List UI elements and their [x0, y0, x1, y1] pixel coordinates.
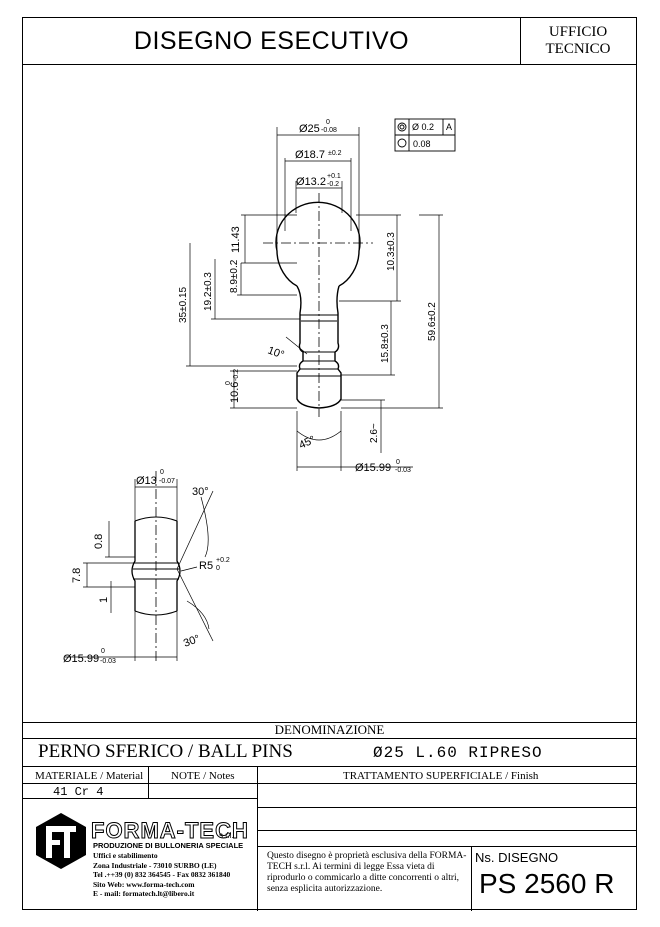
address-line: Zona Industriale - 73010 SURBO (LE) — [93, 860, 217, 870]
drawing-number: PS 2560 R — [479, 868, 615, 899]
denomination-spec: Ø25 L.60 RIPRESO — [373, 744, 543, 762]
fcf-row2-value: 0.08 — [413, 139, 431, 149]
address-line: Sito Web: www.forma-tech.com — [93, 879, 195, 889]
detail-d15-99-tol-down: -0.03 — [100, 658, 116, 665]
finish-header: TRATTAMENTO SUPERFICIALE / Finish — [343, 770, 539, 782]
company-name: FORMA-TECH — [91, 818, 249, 844]
material-header: MATERIALE / Material — [35, 770, 144, 782]
detail-angle-bottom: 30° — [182, 633, 202, 650]
detail-r5-tol-down: 0 — [216, 565, 220, 572]
dim-h10-6-tol-up: 0 — [225, 381, 232, 385]
dim-h10-6: 10.6 — [229, 382, 241, 403]
title-divider — [520, 18, 521, 64]
dim-angle-10: 10° — [266, 345, 286, 362]
shank-outline — [296, 285, 342, 409]
address-line: E - mail: formatech.lt@libero.it — [93, 889, 195, 898]
denomination-name: PERNO SFERICO / BALL PINS — [38, 741, 293, 762]
material-value: 41 Cr 4 — [53, 785, 104, 799]
dim-h11-43: 11.43 — [230, 226, 242, 253]
drawing-number-label: Ns. DISEGNO — [475, 850, 559, 865]
detail-h1: 1 — [98, 597, 110, 603]
ownership-notice: Questo disegno è proprietà esclusiva del… — [267, 851, 467, 894]
detail-d15-99: Ø15.99 — [63, 653, 99, 665]
ball-outline — [275, 201, 361, 287]
technical-drawing: Ø25 0 -0.08 Ø18.7 ±0.2 Ø13.2 +0.1 -0.2 Ø… — [63, 118, 456, 665]
drawing-sheet: DISEGNO ESECUTIVO UFFICIO TECNICO — [22, 17, 637, 911]
header-rule — [23, 64, 636, 65]
company-subtitle: PRODUZIONE DI BULLONERIA SPECIALE — [93, 841, 244, 850]
detail-h7-8: 7.8 — [71, 568, 83, 583]
office-line2: TECNICO — [545, 41, 611, 57]
company-logo — [36, 813, 86, 869]
company-suffix: s.r.l. — [219, 831, 234, 840]
dim-d25: Ø25 — [299, 123, 320, 135]
address-line: Uffici e stabilimento — [93, 851, 158, 860]
address-line: Tel .++39 (0) 832 364545 - Fax 0832 3618… — [93, 870, 231, 879]
page-title: DISEGNO ESECUTIVO — [133, 26, 410, 55]
company-address: Uffici e stabilimento Zona Industriale -… — [93, 851, 230, 899]
dim-h8-9: 8.9±0.2 — [229, 259, 240, 293]
office-line1: UFFICIO — [548, 24, 608, 40]
dim-angle-45: 45° — [297, 434, 317, 452]
detail-d13-tol-down: -0.07 — [159, 478, 175, 485]
detail-r5-tol-up: +0.2 — [216, 557, 230, 564]
dim-d13-2-tol-up: +0.1 — [327, 173, 341, 180]
detail-d13-tol-up: 0 — [160, 469, 164, 476]
dim-d15-99-tol-up: 0 — [396, 459, 400, 466]
dim-h10-6-tol-down: -0.2 — [233, 369, 240, 381]
denomination-header: DENOMINAZIONE — [274, 722, 385, 737]
dim-h59-6: 59.6±0.2 — [427, 302, 438, 341]
dim-d13-2: Ø13.2 — [296, 176, 326, 188]
dim-d25-tol-up: 0 — [326, 119, 330, 126]
dim-d25-tol-down: -0.08 — [321, 127, 337, 134]
dim-h19-2: 19.2±0.3 — [203, 272, 214, 311]
detail-angle-top: 30° — [192, 486, 209, 498]
notes-header: NOTE / Notes — [171, 770, 235, 782]
dim-d13-2-tol-down: -0.2 — [327, 181, 339, 188]
dim-h10-3: 10.3±0.3 — [386, 232, 397, 271]
dim-h35: 35±0.15 — [178, 286, 189, 323]
detail-outline — [131, 521, 181, 611]
dim-d18-7: Ø18.7 — [295, 149, 325, 161]
dim-d15-99: Ø15.99 — [355, 462, 391, 474]
fcf-row1-value: Ø 0.2 — [412, 122, 434, 132]
detail-h0-8: 0.8 — [93, 534, 105, 549]
dim-d15-99-tol-down: -0.03 — [395, 467, 411, 474]
office-label: UFFICIO TECNICO — [520, 18, 636, 64]
dim-d18-7-tol: ±0.2 — [328, 150, 342, 157]
detail-d15-99-tol-up: 0 — [101, 648, 105, 655]
dim-h15-8: 15.8±0.3 — [380, 324, 391, 363]
fcf-row1-datum: A — [446, 122, 452, 132]
detail-d13: Ø13 — [136, 475, 157, 487]
dim-h2-6: 2.6~ — [369, 423, 380, 443]
detail-r5: R5 — [199, 560, 213, 572]
